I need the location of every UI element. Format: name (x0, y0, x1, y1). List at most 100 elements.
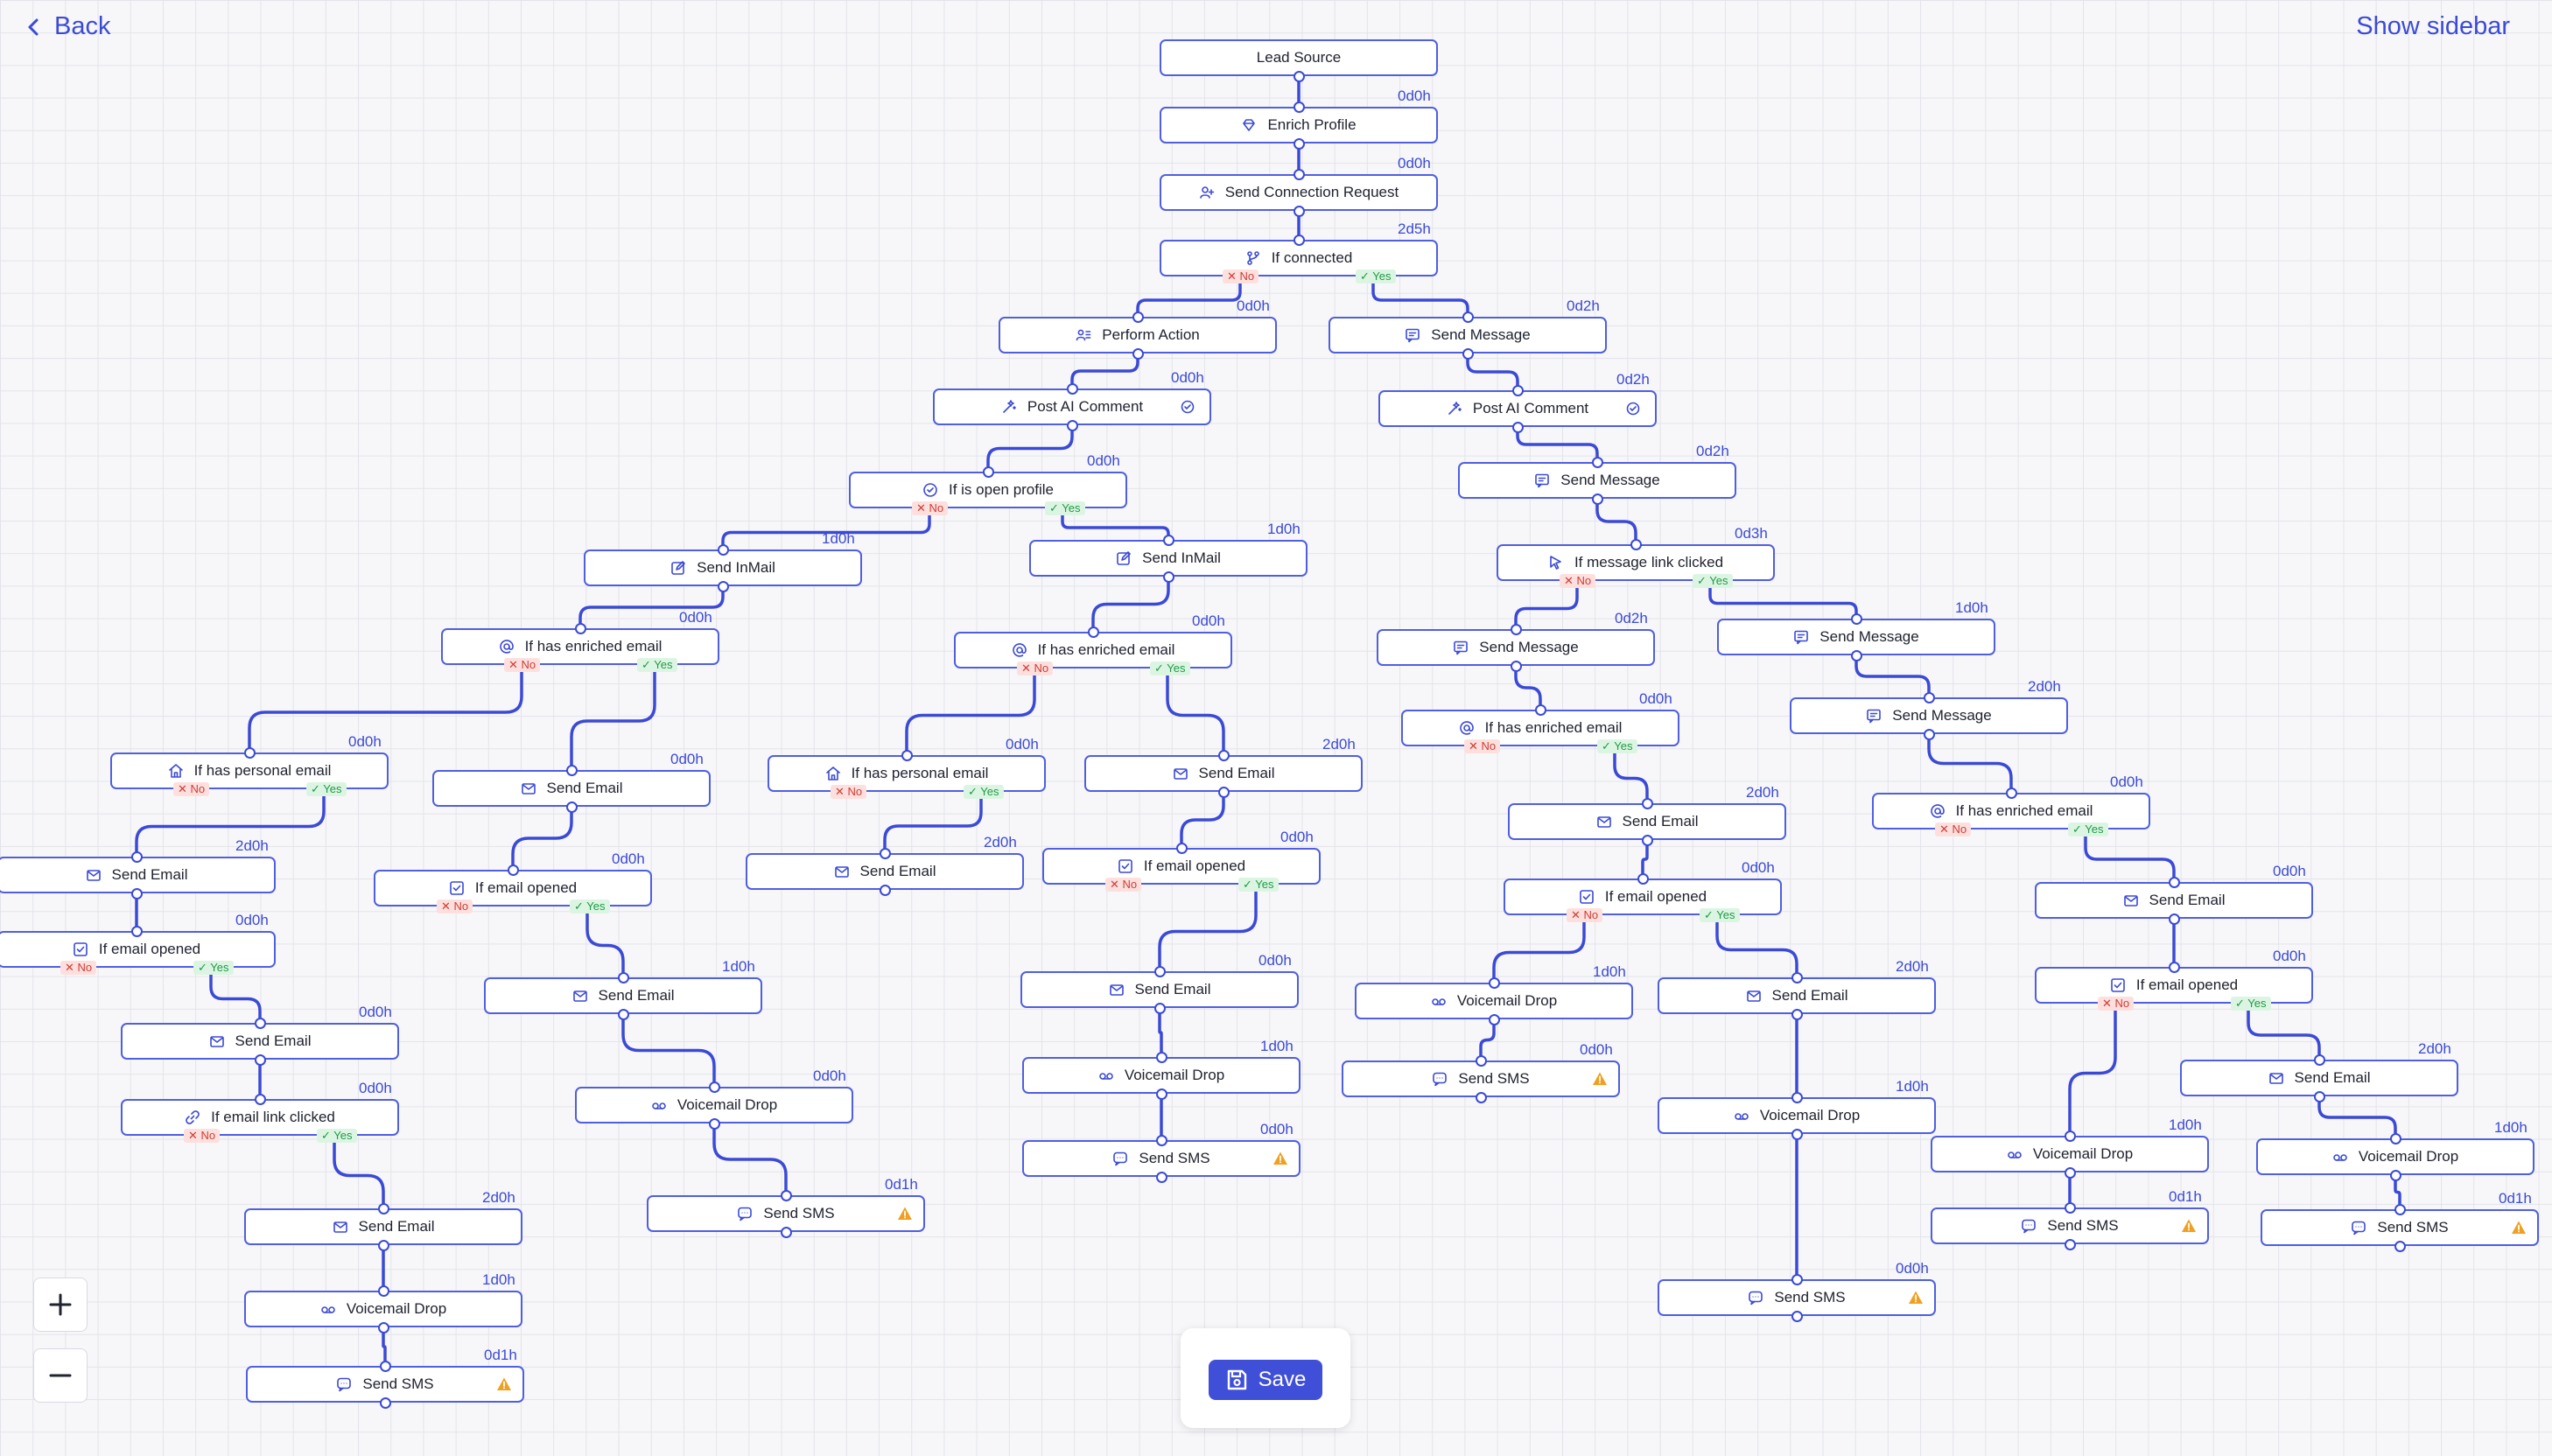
input-port[interactable] (1217, 749, 1230, 761)
input-port[interactable] (1462, 311, 1474, 323)
output-port[interactable] (2064, 1166, 2076, 1179)
output-port[interactable] (130, 887, 143, 900)
zoom-out-button[interactable] (33, 1348, 88, 1403)
input-port[interactable] (1175, 842, 1188, 854)
output-port[interactable] (1850, 649, 1862, 662)
input-port[interactable] (780, 1189, 792, 1201)
node-send-email[interactable]: Send Email (1084, 755, 1363, 792)
output-port[interactable] (717, 580, 729, 592)
input-port[interactable] (130, 925, 143, 937)
back-button[interactable]: Back (25, 12, 110, 41)
node-perform-action[interactable]: Perform Action (999, 317, 1277, 354)
zoom-in-button[interactable] (33, 1278, 88, 1332)
ai-settings-icon[interactable] (1180, 399, 1195, 415)
input-port[interactable] (2394, 1203, 2406, 1215)
output-port[interactable] (2064, 1238, 2076, 1250)
output-port[interactable] (379, 1396, 391, 1409)
input-port[interactable] (1923, 691, 1935, 704)
input-port[interactable] (1630, 538, 1642, 550)
input-port[interactable] (2313, 1054, 2325, 1066)
input-port[interactable] (2064, 1130, 2076, 1142)
node-enrich-profile[interactable]: Enrich Profile (1160, 107, 1438, 144)
input-port[interactable] (377, 1202, 389, 1214)
output-port[interactable] (377, 1321, 389, 1334)
output-port[interactable] (1475, 1091, 1487, 1103)
input-port[interactable] (1637, 872, 1649, 885)
output-port[interactable] (1217, 786, 1230, 798)
output-port[interactable] (565, 801, 578, 813)
output-port[interactable] (2313, 1090, 2325, 1102)
input-port[interactable] (243, 746, 256, 759)
output-port[interactable] (1791, 1128, 1803, 1140)
output-port[interactable] (879, 884, 891, 896)
input-port[interactable] (254, 1093, 266, 1105)
input-port[interactable] (254, 1017, 266, 1029)
ai-settings-icon[interactable] (1625, 401, 1641, 416)
output-port[interactable] (617, 1008, 629, 1020)
output-port[interactable] (1791, 1310, 1803, 1322)
input-port[interactable] (377, 1284, 389, 1297)
output-port[interactable] (1162, 570, 1174, 583)
input-port[interactable] (901, 749, 913, 761)
input-port[interactable] (1066, 382, 1078, 395)
input-port[interactable] (708, 1081, 720, 1093)
output-port[interactable] (1293, 205, 1305, 217)
save-button[interactable]: Save (1209, 1360, 1322, 1400)
input-port[interactable] (1155, 1051, 1167, 1063)
input-port[interactable] (574, 622, 586, 634)
input-port[interactable] (2389, 1132, 2401, 1144)
input-port[interactable] (1488, 976, 1500, 989)
input-port[interactable] (1791, 971, 1803, 984)
output-port[interactable] (1510, 660, 1522, 672)
input-port[interactable] (1510, 623, 1522, 635)
output-port[interactable] (377, 1239, 389, 1251)
node-post-ai-comment[interactable]: Post AI Comment (933, 388, 1211, 425)
output-port[interactable] (1791, 1008, 1803, 1020)
input-port[interactable] (1475, 1054, 1487, 1067)
input-port[interactable] (1791, 1091, 1803, 1103)
input-port[interactable] (1591, 456, 1603, 468)
input-port[interactable] (1791, 1273, 1803, 1285)
input-port[interactable] (507, 864, 519, 876)
node-send-sms[interactable]: Send SMS (647, 1195, 925, 1232)
output-port[interactable] (1155, 1171, 1167, 1183)
input-port[interactable] (717, 543, 729, 556)
output-port[interactable] (1132, 347, 1144, 360)
input-port[interactable] (1087, 626, 1099, 638)
output-port[interactable] (708, 1117, 720, 1130)
input-port[interactable] (1162, 534, 1174, 546)
input-port[interactable] (130, 850, 143, 863)
node-post-ai-comment[interactable]: Post AI Comment (1378, 390, 1657, 427)
output-port[interactable] (2168, 913, 2180, 925)
input-port[interactable] (1155, 1134, 1167, 1146)
output-port[interactable] (2394, 1240, 2406, 1252)
node-if-connected[interactable]: If connected (1160, 240, 1438, 276)
output-port[interactable] (1462, 347, 1474, 360)
input-port[interactable] (1534, 704, 1546, 716)
output-port[interactable] (1066, 419, 1078, 431)
show-sidebar-button[interactable]: Show sidebar (2356, 12, 2510, 41)
input-port[interactable] (1153, 965, 1166, 977)
input-port[interactable] (1293, 168, 1305, 180)
input-port[interactable] (617, 971, 629, 984)
input-port[interactable] (1293, 101, 1305, 113)
input-port[interactable] (1293, 234, 1305, 246)
output-port[interactable] (1641, 834, 1653, 846)
input-port[interactable] (2064, 1201, 2076, 1214)
output-port[interactable] (254, 1054, 266, 1066)
input-port[interactable] (879, 847, 891, 859)
input-port[interactable] (982, 466, 994, 478)
output-port[interactable] (780, 1226, 792, 1238)
input-port[interactable] (565, 764, 578, 776)
input-port[interactable] (1132, 311, 1144, 323)
node-send-sms[interactable]: Send SMS (246, 1366, 524, 1403)
output-port[interactable] (2389, 1169, 2401, 1181)
input-port[interactable] (1641, 797, 1653, 809)
input-port[interactable] (2168, 876, 2180, 888)
input-port[interactable] (1850, 612, 1862, 625)
output-port[interactable] (1923, 728, 1935, 740)
input-port[interactable] (2005, 787, 2017, 799)
input-port[interactable] (1511, 384, 1524, 396)
node-if-has-enriched-email[interactable]: If has enriched email (1872, 793, 2150, 830)
